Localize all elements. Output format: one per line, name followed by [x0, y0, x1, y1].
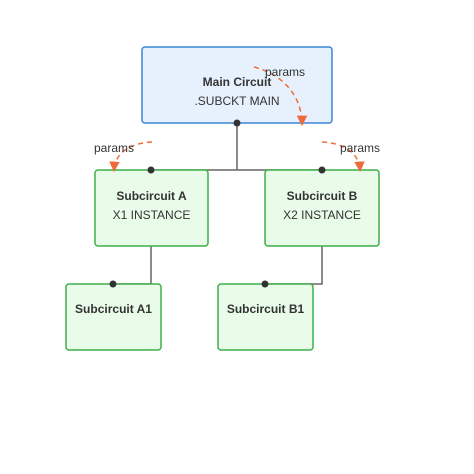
node-main-circuit[interactable]: Main Circuit .SUBCKT MAIN [141, 46, 333, 124]
connector-a-to-a1 [113, 246, 152, 285]
params-arrow-b [321, 141, 365, 173]
connector-main-to-children [151, 123, 322, 171]
node-subcircuit-b1[interactable]: Subcircuit B1 [217, 283, 314, 351]
junction-dots [109, 119, 326, 288]
node-main-circuit-subtitle: .SUBCKT MAIN [194, 94, 279, 108]
params-label-a: params [94, 141, 134, 155]
node-subcircuit-a1[interactable]: Subcircuit A1 [65, 283, 162, 351]
junction-dot-b1 [261, 280, 269, 288]
junction-dot-main [233, 119, 241, 127]
node-subcircuit-b1-title: Subcircuit B1 [227, 302, 305, 316]
connector-b-to-b1 [265, 246, 323, 285]
node-subcircuit-b-title: Subcircuit B [287, 189, 358, 203]
params-label-main: params [265, 65, 305, 79]
junction-dot-a [147, 166, 155, 174]
junction-dot-a1 [109, 280, 117, 288]
node-subcircuit-b[interactable]: Subcircuit B X2 INSTANCE [264, 169, 380, 247]
node-subcircuit-b-subtitle: X2 INSTANCE [283, 208, 361, 222]
node-subcircuit-a1-box [65, 283, 162, 351]
node-subcircuit-b1-box [217, 283, 314, 351]
node-subcircuit-a-title: Subcircuit A [116, 189, 187, 203]
junction-dot-b [318, 166, 326, 174]
node-subcircuit-a[interactable]: Subcircuit A X1 INSTANCE [94, 169, 209, 247]
node-main-circuit-title: Main Circuit [203, 75, 272, 89]
node-subcircuit-a-subtitle: X1 INSTANCE [113, 208, 191, 222]
params-label-b: params [340, 141, 380, 155]
params-arrows [109, 66, 365, 173]
node-subcircuit-a1-title: Subcircuit A1 [75, 302, 152, 316]
params-arrow-a [109, 141, 153, 173]
params-arrow-main [253, 66, 308, 127]
